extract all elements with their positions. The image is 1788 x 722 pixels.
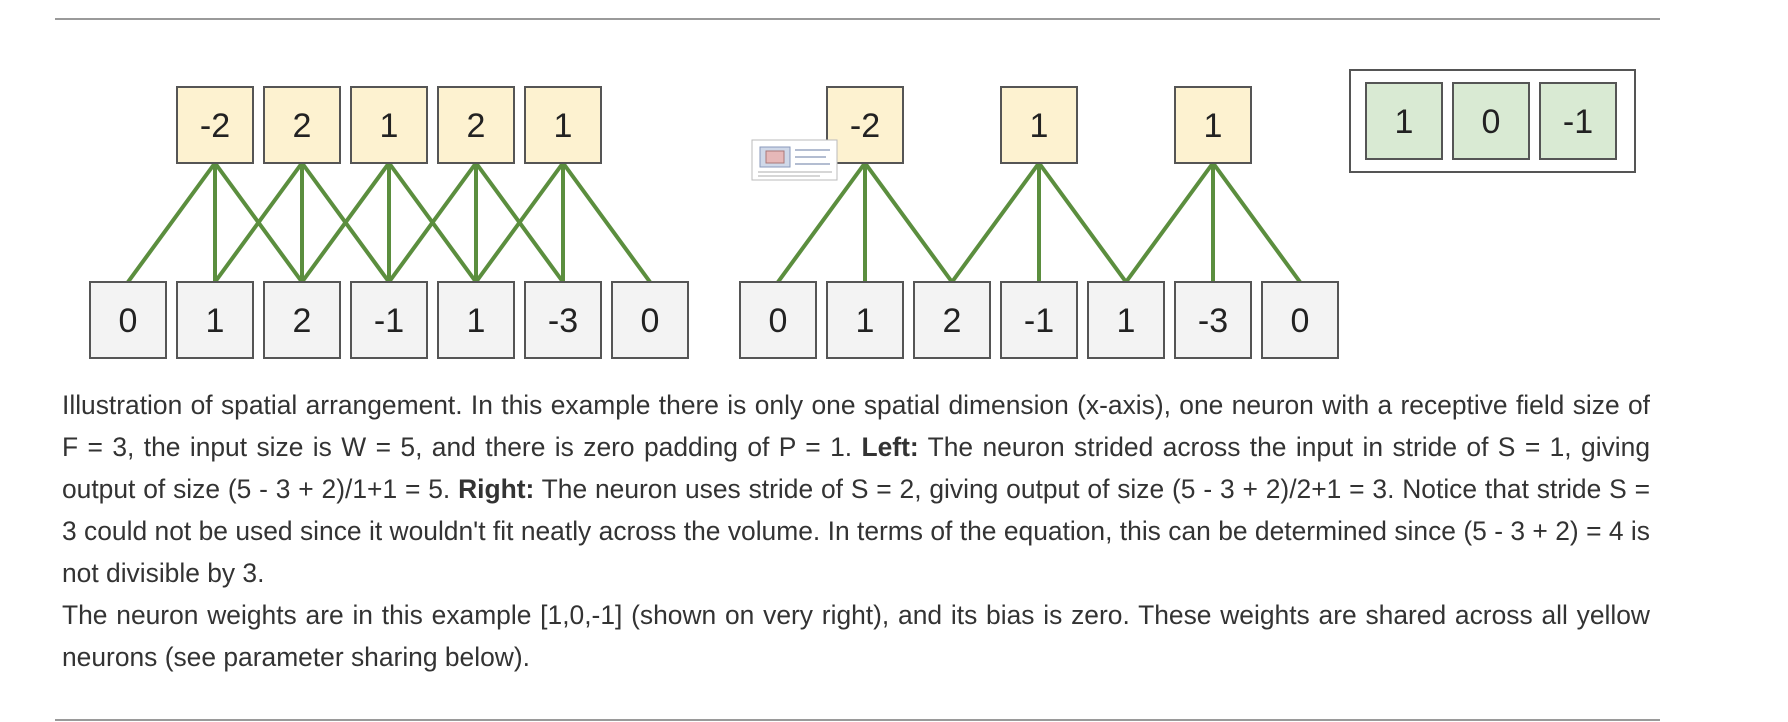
right-input-cell-value: 1 [856, 302, 875, 340]
right-input-cell-value: 0 [769, 302, 788, 340]
connection-line [126, 161, 217, 284]
connection-line [387, 161, 478, 284]
right-input-cell: -1 [1000, 281, 1078, 359]
connection-line [300, 161, 391, 284]
left-input-cell-value: -1 [374, 302, 404, 340]
connection-line [1037, 161, 1128, 284]
caption-right-label: Right: [458, 474, 535, 504]
right-output-neuron: 1 [1000, 86, 1078, 164]
caption-paragraph-2: The neuron weights are in this example [… [62, 600, 1650, 672]
caption-text-1b: The neuron strided across the input in s… [62, 432, 1650, 504]
figure-caption: Illustration of spatial arrangement. In … [62, 384, 1650, 678]
right-input-cell-value: 1 [1117, 302, 1136, 340]
connection-line [213, 161, 304, 284]
left-output-neuron-value: -2 [200, 107, 230, 145]
caption-paragraph-1: Illustration of spatial arrangement. In … [62, 384, 1650, 594]
connection-line [950, 161, 1041, 284]
connection-line [474, 161, 565, 284]
thumbnail-image [751, 139, 838, 181]
left-input-cell-value: 2 [293, 302, 312, 340]
left-input-cell: 0 [89, 281, 167, 359]
left-output-neuron: 2 [263, 86, 341, 164]
right-output-neuron-value: 1 [1030, 107, 1049, 145]
weight-cell-value: 0 [1482, 103, 1501, 141]
right-input-cell-value: -1 [1024, 302, 1054, 340]
left-output-neuron: 2 [437, 86, 515, 164]
cells: 0 1 2 -1 1 -3 0 -2 2 1 2 1 0 1 2 -1 1 -3 0 -2 1 1 1 0 -1 [89, 69, 1636, 359]
spatial-arrangement-diagram: 0 1 2 -1 1 -3 0 -2 2 1 2 1 0 1 2 -1 1 -3 0 -2 1 1 1 0 -1 [89, 69, 1636, 359]
connection-line [863, 161, 954, 284]
connection-line [1124, 161, 1215, 284]
left-input-cell: 1 [437, 281, 515, 359]
left-input-cell-value: 1 [467, 302, 486, 340]
right-input-cell: 1 [1087, 281, 1165, 359]
left-input-cell-value: -3 [548, 302, 578, 340]
left-input-cell: 1 [176, 281, 254, 359]
right-input-cell-value: 2 [943, 302, 962, 340]
bottom-divider [55, 719, 1660, 721]
right-input-cell: 1 [826, 281, 904, 359]
right-input-cell: -3 [1174, 281, 1252, 359]
left-output-neuron-value: 2 [293, 107, 312, 145]
connection-line [561, 161, 652, 284]
right-output-neuron-value: -2 [850, 107, 880, 145]
caption-left-label: Left: [861, 432, 919, 462]
left-output-neuron-value: 1 [380, 107, 399, 145]
left-output-neuron-value: 1 [554, 107, 573, 145]
right-input-cell: 2 [913, 281, 991, 359]
connection-lines [126, 161, 1302, 284]
weight-cell-value: -1 [1563, 103, 1593, 141]
left-input-cell-value: 0 [641, 302, 660, 340]
caption-text-1a: Illustration of spatial arrangement. In … [62, 390, 1650, 462]
right-input-cell-value: -3 [1198, 302, 1228, 340]
left-output-neuron-value: 2 [467, 107, 486, 145]
right-input-cell-value: 0 [1291, 302, 1310, 340]
caption-text-1c: The neuron uses stride of S = 2, giving … [62, 474, 1650, 588]
left-input-cell: 0 [611, 281, 689, 359]
connection-line [1211, 161, 1302, 284]
right-input-cell: 0 [739, 281, 817, 359]
left-output-neuron: 1 [350, 86, 428, 164]
left-output-neuron: -2 [176, 86, 254, 164]
left-input-cell-value: 1 [206, 302, 225, 340]
weight-cell: 0 [1452, 82, 1530, 160]
right-input-cell: 0 [1261, 281, 1339, 359]
left-input-cell: -3 [524, 281, 602, 359]
left-input-cell: 2 [263, 281, 341, 359]
weight-cell: 1 [1365, 82, 1443, 160]
top-divider [55, 18, 1660, 20]
left-output-neuron: 1 [524, 86, 602, 164]
weight-cell: -1 [1539, 82, 1617, 160]
left-input-cell: -1 [350, 281, 428, 359]
right-output-neuron-value: 1 [1204, 107, 1223, 145]
connection-line [776, 161, 867, 284]
left-input-cell-value: 0 [119, 302, 138, 340]
weight-cell-value: 1 [1395, 103, 1414, 141]
right-output-neuron: -2 [826, 86, 904, 164]
right-output-neuron: 1 [1174, 86, 1252, 164]
